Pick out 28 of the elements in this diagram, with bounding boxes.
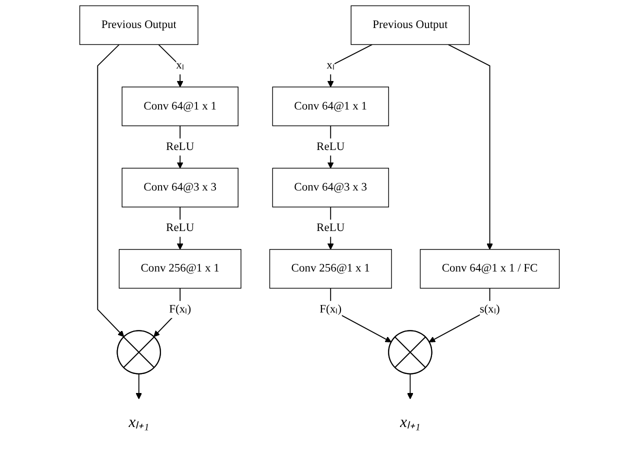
arrow xyxy=(154,288,181,337)
node-box: Conv 64@3 x 3 xyxy=(122,168,238,208)
node-box: Conv 64@1 x 1 / FC xyxy=(420,249,560,289)
edge-label: ReLU xyxy=(166,222,194,234)
arrow xyxy=(97,44,124,337)
node-box: Conv 256@1 x 1 xyxy=(269,249,392,289)
arrow xyxy=(428,288,490,342)
arrow xyxy=(327,44,373,88)
edge-label: ReLU xyxy=(166,140,194,153)
edge-label: ReLU xyxy=(316,140,345,153)
node-box: Conv 64@3 x 3 xyxy=(272,168,389,208)
edge-label: xₗ xyxy=(326,59,335,72)
edge-label: s(xₗ) xyxy=(480,302,500,316)
arrow xyxy=(330,288,392,342)
edge-label: xₗ xyxy=(176,59,184,72)
node-text: xₗ₊₁ xyxy=(128,412,150,431)
edge-label: F(xₗ) xyxy=(320,302,342,316)
arrow xyxy=(448,44,493,250)
edge-label: F(xₗ) xyxy=(169,302,192,316)
node-text: xₗ₊₁ xyxy=(400,412,420,431)
node-box: Previous Output xyxy=(350,5,470,45)
arrow xyxy=(407,373,414,400)
node-box: Conv 64@1 x 1 xyxy=(272,86,389,126)
node-box: Conv 256@1 x 1 xyxy=(118,249,242,289)
arrow xyxy=(136,373,142,400)
node-box: Previous Output xyxy=(79,5,198,45)
node-box: Conv 64@1 x 1 xyxy=(122,86,238,126)
edge-label: ReLU xyxy=(316,222,345,234)
